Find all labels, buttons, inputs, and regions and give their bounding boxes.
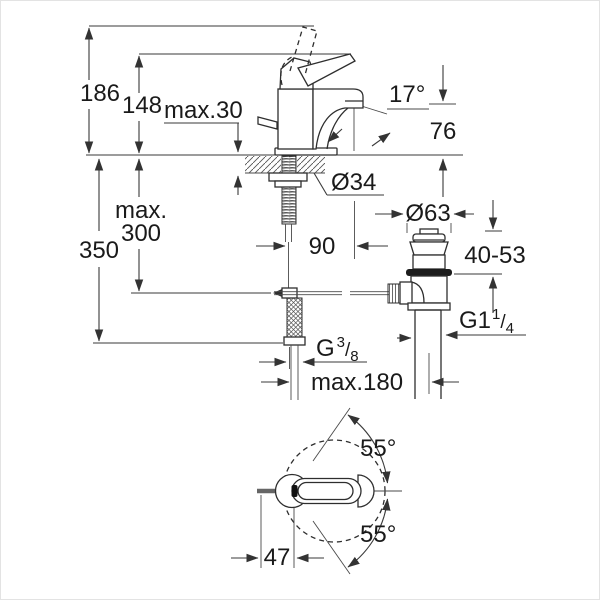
waste-plug (412, 233, 446, 243)
popup-hand-lever (257, 116, 278, 130)
dim-label-186: 186 (80, 80, 120, 107)
rod-junction (281, 287, 298, 299)
hose-nut (283, 336, 306, 346)
waste-plug-knob (419, 228, 439, 235)
dimensions-side: 186 148 max.30 17° 76 Ø34 max. 300 (79, 27, 526, 396)
faucet-body (277, 88, 314, 150)
dim-label-max30: max.30 (164, 97, 243, 124)
dim-label-55deg-top: 55° (360, 435, 396, 462)
lever-handle (297, 53, 356, 87)
mounting-shank (281, 155, 297, 225)
spout-tip-plan (357, 474, 375, 508)
dim-label-55deg-bottom: 55° (360, 521, 396, 548)
drain-assembly (387, 228, 452, 399)
dim-label-dia63: Ø63 (405, 200, 450, 227)
dim-label-g1-1-4: G11/4 (459, 306, 514, 337)
reference-lines (86, 25, 463, 344)
dim-label-dia34: Ø34 (331, 169, 376, 196)
countertop (245, 156, 325, 174)
rod-connector-knob (387, 283, 401, 304)
mounting-nut (274, 180, 302, 188)
dim-label-76: 76 (430, 118, 457, 145)
plan-view: 55° 55° 47 (231, 407, 402, 575)
dim-label-40-53: 40-53 (464, 242, 525, 269)
side-view: 186 148 max.30 17° 76 Ø34 max. 300 (79, 25, 526, 400)
dim-label-max300-line1: max. (115, 197, 167, 224)
dim-label-148: 148 (122, 92, 162, 119)
stream-angle-arrow-right (371, 132, 391, 147)
waste-tailpipe (414, 309, 442, 399)
waste-oring (406, 269, 452, 276)
popup-rod-left (274, 291, 342, 296)
faucet-spout (312, 88, 364, 150)
dim-label-90: 90 (309, 233, 336, 260)
dim-label-47: 47 (264, 544, 291, 571)
mounting-washer (268, 172, 308, 182)
popup-rod-right (350, 291, 389, 296)
stream-angle-arrow-left (327, 128, 343, 143)
dim-label-max300-line2: 300 (121, 220, 161, 247)
lever-slot-mark (291, 485, 298, 497)
swivel-arc-bottom (347, 498, 391, 568)
dim-label-350: 350 (79, 237, 119, 264)
supply-hose (286, 297, 303, 338)
supply-pipe (290, 345, 299, 400)
faucet-side-view (257, 26, 456, 400)
waste-body (410, 275, 448, 304)
swivel-arc-top (347, 414, 391, 484)
lever-raised-dashed (289, 26, 318, 76)
dim-label-max180: max.180 (311, 369, 403, 396)
dim-label-17deg: 17° (389, 81, 425, 108)
